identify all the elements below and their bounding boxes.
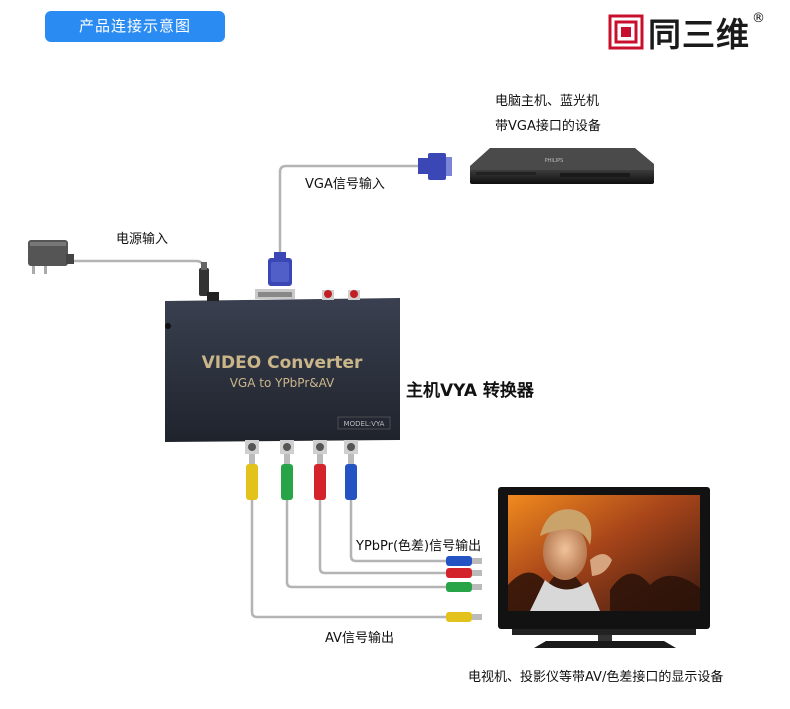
rca-red-cable <box>318 500 448 575</box>
diagram-title-badge: 产品连接示意图 <box>45 11 225 42</box>
main-unit-label: 主机VYA 转换器 <box>406 381 534 401</box>
display-devices-label: 电视机、投影仪等带AV/色差接口的显示设备 <box>468 670 724 685</box>
rca-blue-cable <box>349 500 448 563</box>
registered-mark: ® <box>752 10 765 26</box>
converter-subtitle: VGA to YPbPr&AV <box>230 376 335 390</box>
rca-sockets <box>245 440 358 454</box>
vga-plug-source <box>418 153 452 180</box>
converter-model: MODEL:VYA <box>344 420 385 428</box>
rca-plugs-top <box>246 454 357 500</box>
vga-cable <box>278 164 418 255</box>
source-device-label-line2: 带VGA接口的设备 <box>495 119 601 134</box>
ypbpr-output-label: YPbPr(色差)信号输出 <box>356 539 482 554</box>
converter-unit: VIDEO Converter VGA to YPbPr&AV MODEL:VY… <box>165 289 400 454</box>
brand-name: 同三维 <box>648 15 750 54</box>
vga-plug-converter <box>268 252 292 286</box>
rca-green-cable <box>285 500 448 589</box>
rca-plugs-end <box>446 556 482 622</box>
power-plug <box>199 262 209 296</box>
power-cable <box>72 259 206 294</box>
vga-input-label: VGA信号输入 <box>305 177 385 192</box>
av-output-label: AV信号输出 <box>325 631 394 646</box>
power-adapter <box>28 240 74 274</box>
bluray-player: PHILIPS <box>470 148 654 184</box>
rca-yellow-cable <box>250 500 448 619</box>
brand-logo-icon <box>608 14 644 50</box>
power-input-label: 电源输入 <box>116 232 169 247</box>
player-brand: PHILIPS <box>545 158 564 164</box>
television <box>498 487 710 648</box>
source-device-label-line1: 电脑主机、蓝光机 <box>495 94 600 109</box>
converter-title: VIDEO Converter <box>202 353 363 373</box>
brand-logo: 同三维 ® <box>608 10 765 54</box>
